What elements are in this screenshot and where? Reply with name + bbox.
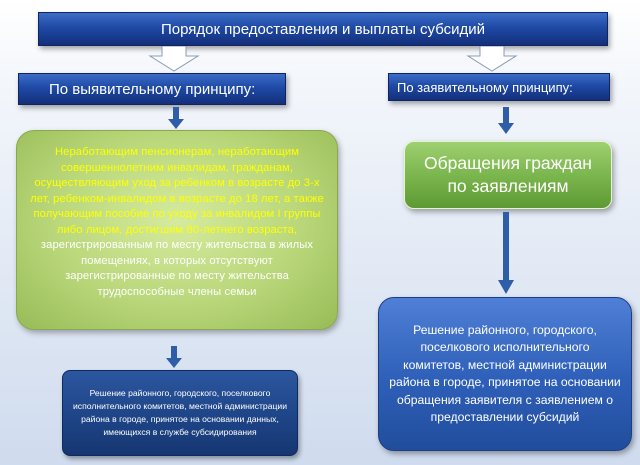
right-decision-text: Решение районного, городского, поселково… [389, 322, 621, 425]
left-down-arrow-1 [168, 107, 184, 129]
application-basis-box: Обращения граждан по заявлениям [404, 141, 612, 209]
diagram-title-text: Порядок предоставления и выплаты субсиди… [160, 20, 486, 38]
right-decision-box: Решение районного, городского, поселково… [378, 297, 632, 451]
eligible-groups-text: Неработающим пенсионерам, неработающим с… [30, 146, 324, 236]
eligible-condition-text: зарегистрированным по месту жительства в… [40, 239, 314, 298]
right-down-arrow-2 [498, 212, 514, 294]
left-decision-text: Решение районного, городского, поселково… [73, 388, 287, 437]
left-branch-arrow [148, 46, 200, 72]
left-down-arrow-2 [166, 346, 182, 368]
left-branch-header-text: По выявительному принципу: [49, 80, 256, 98]
right-branch-header: По заявительному принципу: [388, 73, 610, 101]
left-branch-header: По выявительному принципу: [18, 73, 286, 105]
application-basis-text: Обращения граждан по заявлениям [424, 153, 592, 196]
eligible-recipients-box: Неработающим пенсионерам, неработающим с… [16, 130, 338, 330]
left-decision-box: Решение районного, городского, поселково… [62, 370, 298, 456]
diagram-title: Порядок предоставления и выплаты субсиди… [38, 12, 608, 46]
right-branch-header-text: По заявительному принципу: [397, 79, 573, 95]
right-branch-arrow [466, 46, 518, 72]
right-down-arrow-1 [498, 107, 514, 134]
